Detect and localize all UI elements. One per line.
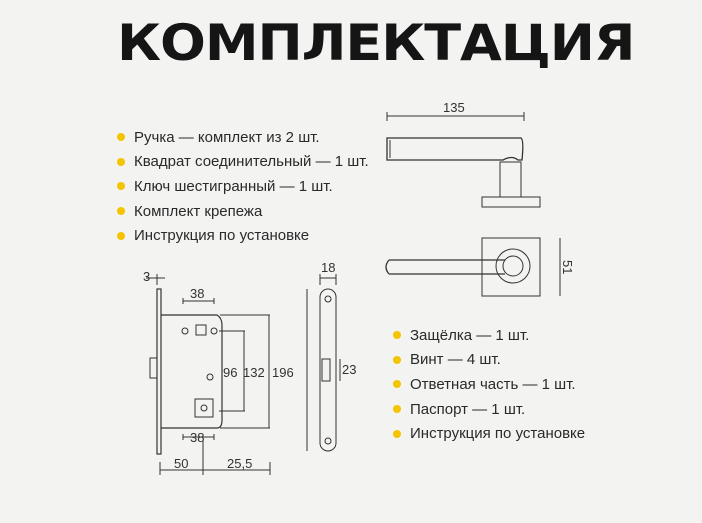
dim-132: 132 bbox=[243, 365, 265, 380]
item-label: Комплект крепежа bbox=[134, 202, 263, 220]
bullet-icon bbox=[393, 429, 401, 438]
bullet-icon bbox=[117, 182, 125, 191]
dim-faceplate: 3 bbox=[143, 269, 150, 284]
list-item: Инструкция по установке bbox=[117, 223, 369, 248]
list-item: Комплект крепежа bbox=[117, 199, 369, 224]
item-label: Ответная часть — 1 шт. bbox=[410, 375, 576, 393]
dim-96: 96 bbox=[223, 365, 237, 380]
bullet-icon bbox=[117, 207, 125, 216]
lock-kit-list: Защёлка — 1 шт. Винт — 4 шт. Ответная ча… bbox=[393, 323, 585, 446]
bullet-icon bbox=[393, 380, 401, 389]
item-label: Квадрат соединительный — 1 шт. bbox=[134, 153, 369, 171]
dim-rosette: 51 bbox=[560, 260, 575, 274]
list-item: Защёлка — 1 шт. bbox=[393, 323, 585, 348]
bullet-icon bbox=[393, 355, 401, 364]
list-item: Винт — 4 шт. bbox=[393, 348, 585, 373]
bullet-icon bbox=[117, 231, 125, 240]
item-label: Паспорт — 1 шт. bbox=[410, 400, 526, 418]
bullet-icon bbox=[117, 133, 125, 142]
item-label: Ручка — комплект из 2 шт. bbox=[134, 128, 320, 146]
strike-plate-drawing: 18 23 bbox=[306, 260, 356, 452]
dim-backset: 50 bbox=[174, 456, 188, 471]
item-label: Винт — 4 шт. bbox=[410, 351, 501, 369]
dim-depth: 25,5 bbox=[227, 456, 252, 471]
handle-front-drawing: 51 bbox=[385, 237, 575, 297]
page-title: КОМПЛЕКТАЦИЯ bbox=[117, 14, 635, 72]
dim-handle-length: 135 bbox=[443, 100, 465, 115]
list-item: Паспорт — 1 шт. bbox=[393, 397, 585, 422]
handle-side-drawing: 135 bbox=[386, 100, 541, 208]
dim-top-spacing: 38 bbox=[190, 286, 204, 301]
list-item: Инструкция по установке bbox=[393, 421, 585, 446]
item-label: Защёлка — 1 шт. bbox=[410, 326, 530, 344]
item-label: Инструкция по установке bbox=[134, 227, 310, 245]
dim-strike-width: 18 bbox=[321, 260, 335, 275]
handle-kit-list: Ручка — комплект из 2 шт. Квадрат соедин… bbox=[117, 125, 369, 248]
bullet-icon bbox=[393, 405, 401, 414]
dim-196: 196 bbox=[272, 365, 294, 380]
dim-latch-height: 23 bbox=[342, 362, 356, 377]
item-label: Инструкция по установке bbox=[410, 425, 586, 443]
bullet-icon bbox=[117, 157, 125, 166]
list-item: Ответная часть — 1 шт. bbox=[393, 372, 585, 397]
list-item: Ключ шестигранный — 1 шт. bbox=[117, 174, 369, 199]
list-item: Ручка — комплект из 2 шт. bbox=[117, 125, 369, 150]
lock-body-drawing: 3 38 96 132 196 38 50 25,5 bbox=[143, 269, 294, 475]
dim-bottom-spacing: 38 bbox=[190, 430, 204, 445]
item-label: Ключ шестигранный — 1 шт. bbox=[134, 177, 333, 195]
list-item: Квадрат соединительный — 1 шт. bbox=[117, 150, 369, 175]
bullet-icon bbox=[393, 331, 401, 340]
